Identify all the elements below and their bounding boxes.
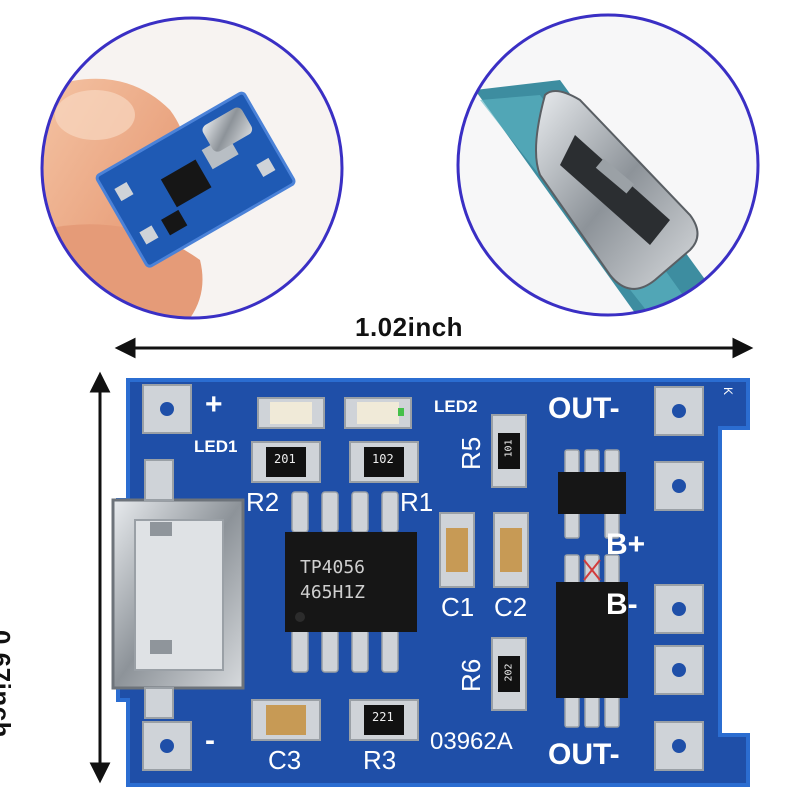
width-label: 1.02inch — [355, 312, 464, 342]
silk-r1: R1 — [400, 487, 434, 517]
silk-minus: - — [205, 724, 215, 757]
silk-out-bottom: OUT- — [548, 738, 620, 771]
silk-r5: R5 — [456, 436, 486, 470]
silk-c3: C3 — [268, 745, 302, 775]
resistor-code-r1: 102 — [372, 452, 394, 466]
silk-r3: R3 — [363, 745, 397, 775]
silk-c1: C1 — [441, 592, 475, 622]
silk-c2: C2 — [494, 592, 528, 622]
silk-out-top: OUT- — [548, 392, 620, 425]
silk-code: 03962A — [430, 728, 513, 755]
resistor-code-r3: 221 — [372, 710, 394, 724]
silk-b-plus: B+ — [606, 528, 646, 561]
width-dimension-arrow — [114, 337, 754, 359]
finger-photo — [42, 18, 342, 318]
pcb-board — [111, 378, 750, 787]
silk-led1: LED1 — [194, 437, 238, 456]
silk-r2: R2 — [246, 487, 280, 517]
silk-r6: R6 — [456, 658, 486, 692]
height-dimension-arrow — [89, 371, 111, 784]
silk-b-minus: B- — [606, 588, 638, 621]
chip-marking-line2: 465H1Z — [300, 582, 366, 603]
resistor-code-r5: 101 — [503, 439, 515, 458]
silk-plus: + — [205, 388, 223, 421]
silk-corner-mark: K — [721, 386, 736, 396]
height-label: 0.67inch — [0, 630, 16, 739]
resistor-code-r2: 201 — [274, 452, 296, 466]
usb-closeup-photo — [458, 15, 758, 315]
silk-led2: LED2 — [434, 397, 478, 416]
chip-marking-line1: TP4056 — [300, 557, 366, 578]
resistor-code-r6: 202 — [503, 663, 515, 682]
